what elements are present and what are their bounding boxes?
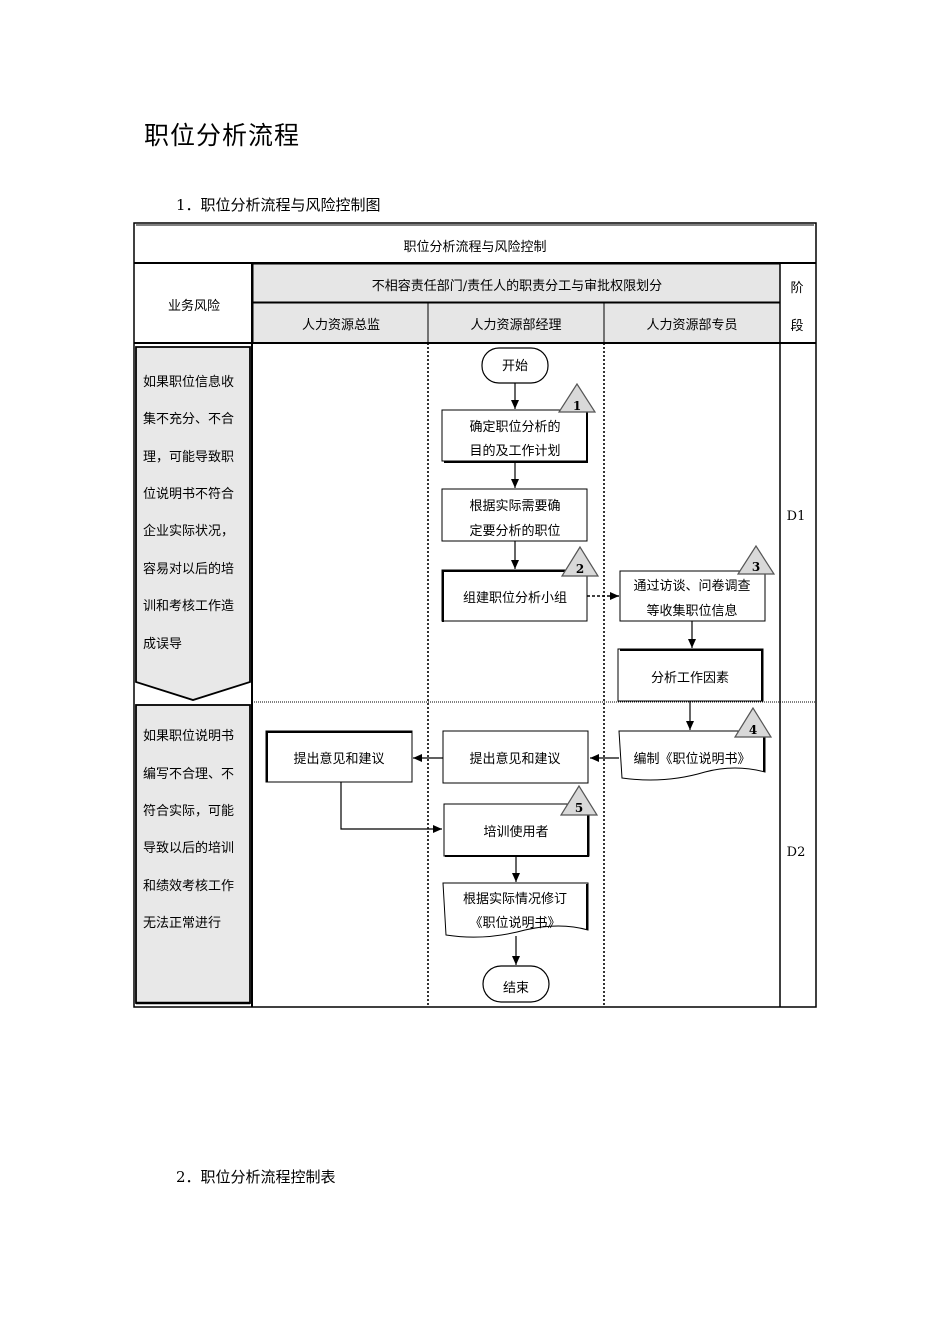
stage-col-char-2: 段 — [790, 319, 803, 334]
stage-d1: D1 — [787, 509, 806, 524]
risk2-line: 如果职位说明书 — [143, 728, 234, 744]
role-header-specialist — [603, 302, 781, 344]
control-point-3 — [736, 544, 776, 575]
risk-box-2 — [135, 704, 251, 1004]
diagram-header: 职位分析流程与风险控制 — [403, 240, 546, 255]
risk-box-1 — [135, 346, 251, 701]
control-point-2-label: 2 — [576, 562, 584, 576]
control-point-2 — [560, 545, 600, 577]
section-2-title: 2．职位分析流程控制表 — [176, 1168, 336, 1186]
node-train-label: 培训使用者 — [483, 824, 548, 840]
node-determine — [441, 409, 588, 462]
node-end — [482, 965, 550, 1003]
risk2-line: 无法正常进行 — [143, 916, 221, 931]
control-point-3-label: 3 — [752, 560, 760, 574]
control-point-4 — [733, 706, 773, 738]
risk2-line: 导致以后的培训 — [143, 840, 234, 856]
control-point-1 — [557, 382, 597, 413]
risk2-line: 符合实际，可能 — [143, 803, 234, 819]
risk1-line: 集不充分、不合 — [143, 411, 234, 427]
node-revise-line: 根据实际情况修订 — [463, 892, 567, 907]
control-point-4-label: 4 — [749, 723, 757, 737]
risk1-line: 如果职位信息收 — [143, 374, 234, 390]
stage-d2: D2 — [787, 845, 806, 860]
dept-header-text: 不相容责任部门/责任人的职责分工与审批权限划分 — [372, 278, 662, 294]
node-collect-line: 等收集职位信息 — [646, 603, 737, 619]
risk1-line: 训和考核工作造 — [143, 599, 234, 614]
node-select-line: 根据实际需要确 — [469, 499, 560, 514]
node-opinion-director-label: 提出意见和建议 — [293, 751, 384, 767]
role-manager: 人力资源部经理 — [470, 318, 561, 333]
risk1-line: 企业实际状况， — [143, 523, 234, 539]
risk-text-1: 如果职位信息收 集不充分、不合 理，可能导致职 位说明书不符合 企业实际状况， … — [143, 374, 234, 652]
node-analyze — [617, 648, 764, 702]
risk1-line: 容易对以后的培 — [143, 561, 234, 577]
risk-col-title: 业务风险 — [168, 298, 220, 314]
node-team-label: 组建职位分析小组 — [463, 591, 567, 606]
node-determine-line: 目的及工作计划 — [469, 443, 560, 459]
node-start-label: 开始 — [502, 359, 528, 374]
control-point-5-label: 5 — [575, 801, 583, 815]
node-opinion-manager — [442, 730, 589, 784]
risk1-line: 理，可能导致职 — [143, 450, 234, 465]
node-end-label: 结束 — [503, 981, 529, 996]
control-point-1-label: 1 — [573, 399, 581, 413]
risk2-line: 编写不合理、不 — [143, 767, 234, 782]
role-specialist: 人力资源部专员 — [646, 318, 737, 333]
risk2-line: 和绩效考核工作 — [143, 879, 234, 894]
node-write-label: 编制《职位说明书》 — [633, 752, 750, 767]
node-select — [441, 488, 588, 542]
node-revise-line: 《职位说明书》 — [469, 916, 560, 931]
node-opinion-manager-label: 提出意见和建议 — [469, 751, 560, 767]
stage-col-char-1: 阶 — [790, 281, 803, 296]
section-1-title: 1．职位分析流程与风险控制图 — [176, 196, 381, 214]
node-collect-line: 通过访谈、问卷调查 — [633, 578, 750, 594]
diagram-frame — [133, 222, 817, 1008]
role-director: 人力资源总监 — [302, 318, 380, 333]
risk1-line: 成误导 — [143, 637, 182, 652]
node-revise — [442, 882, 589, 938]
node-select-line: 定要分析的职位 — [469, 523, 560, 539]
node-write — [618, 730, 766, 781]
page-title: 职位分析流程 — [144, 121, 301, 150]
node-determine-line: 确定职位分析的 — [469, 419, 560, 435]
risk1-line: 位说明书不符合 — [143, 486, 234, 502]
dept-header-band — [252, 263, 781, 303]
node-analyze-label: 分析工作因素 — [651, 671, 729, 686]
risk-text-2: 如果职位说明书 编写不合理、不 符合实际，可能 导致以后的培训 和绩效考核工作 … — [143, 728, 234, 931]
control-point-5 — [559, 784, 599, 816]
